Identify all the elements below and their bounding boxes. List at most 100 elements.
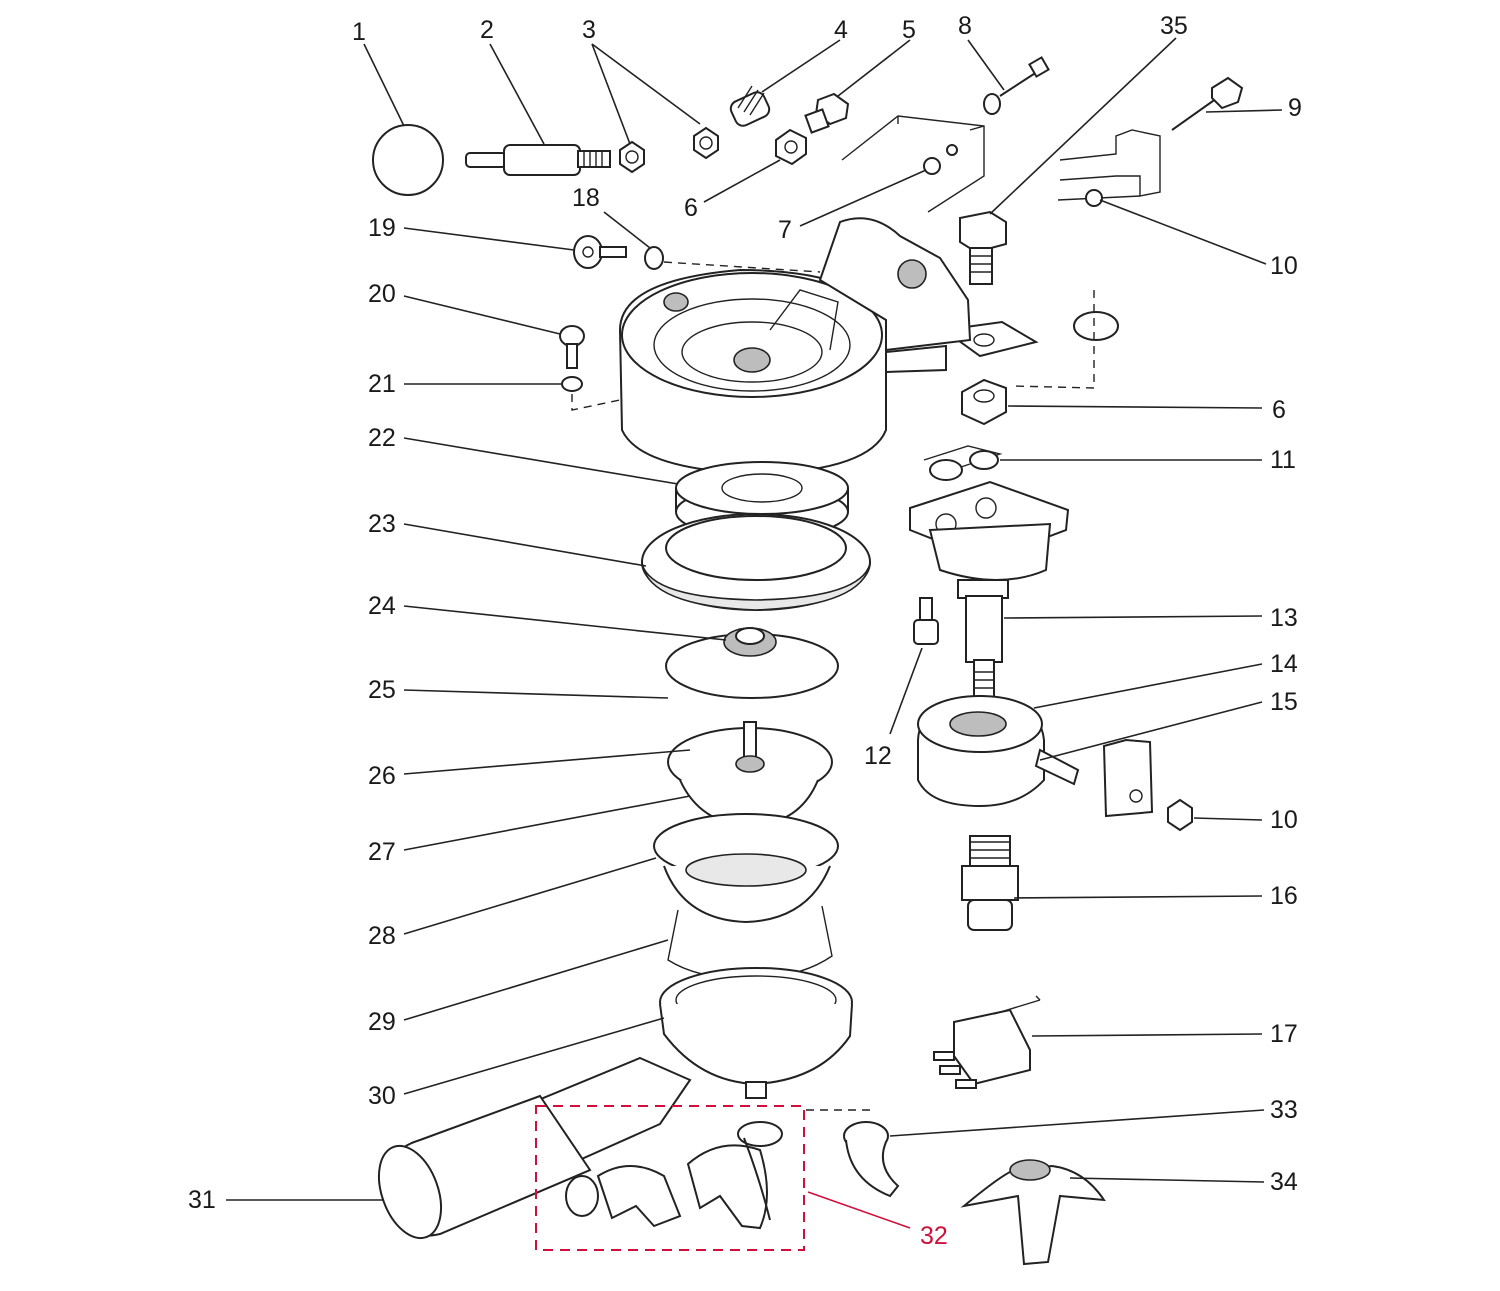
part-18-washer: [644, 246, 664, 270]
part-31-handle: [377, 1056, 692, 1240]
leader-23: [403, 523, 647, 567]
leader-29: [403, 939, 669, 1021]
part-drawings: [372, 56, 1244, 1266]
label-9: 9: [1288, 94, 1302, 122]
label-32: 32: [920, 1222, 948, 1250]
label-18: 18: [572, 184, 600, 212]
leader-27: [403, 795, 691, 851]
label-1: 1: [352, 18, 366, 46]
leader-lines: [226, 37, 1283, 1229]
label-2: 2: [480, 16, 494, 44]
part-right-washer: [1073, 311, 1119, 341]
leader-9: [1205, 109, 1283, 113]
label-3: 3: [582, 16, 596, 44]
part-1-disc: [372, 124, 444, 196]
label-23: 23: [368, 510, 396, 538]
leader-30: [403, 1017, 665, 1095]
leader-34: [1069, 1177, 1265, 1183]
label-6-right: 6: [1272, 396, 1286, 424]
label-16: 16: [1270, 882, 1298, 910]
leader-25: [403, 689, 669, 699]
part-24-25-shower-screen: [665, 627, 839, 699]
leader-2: [489, 43, 545, 145]
spout-group-highlight-box: [535, 1105, 805, 1251]
part-2-pin: [465, 144, 611, 176]
leader-22: [403, 437, 679, 485]
part-26-filter-basket: [667, 721, 833, 828]
leader-6a: [703, 159, 781, 203]
part-15-side-bracket: [1102, 738, 1154, 818]
leader-6b: [1007, 405, 1263, 409]
part-4-threaded-insert: [729, 85, 771, 127]
leader-16: [1013, 895, 1263, 899]
leader-4: [761, 39, 841, 93]
label-34: 34: [1270, 1168, 1298, 1196]
label-25: 25: [368, 676, 396, 704]
leader-19: [403, 227, 575, 251]
leader-13: [1003, 615, 1263, 619]
label-11: 11: [1270, 446, 1296, 474]
label-28: 28: [368, 922, 396, 950]
label-14: 14: [1270, 650, 1298, 678]
label-5: 5: [902, 16, 916, 44]
label-7: 7: [778, 216, 792, 244]
leader-14: [1033, 663, 1263, 709]
part-6-nut-top: [775, 128, 807, 166]
leader-10a: [1099, 199, 1267, 265]
label-10-bottom: 10: [1270, 806, 1298, 834]
label-35: 35: [1160, 12, 1188, 40]
label-6-top: 6: [684, 194, 698, 222]
leader-15: [1039, 701, 1263, 761]
label-12: 12: [864, 742, 892, 770]
leader-28: [403, 857, 657, 935]
connector-dashed-18: [663, 261, 821, 273]
part-14-housing: [917, 694, 1080, 808]
label-13: 13: [1270, 604, 1298, 632]
part-11-washers: [923, 445, 1003, 481]
part-30-portafilter: [659, 967, 853, 1099]
label-24: 24: [368, 592, 396, 620]
part-19-screw: [573, 235, 627, 269]
label-15: 15: [1270, 688, 1298, 716]
label-31: 31: [188, 1186, 216, 1214]
label-20: 20: [368, 280, 396, 308]
part-12-screw: [913, 597, 939, 645]
part-7-bracket: [841, 115, 985, 213]
label-19: 19: [368, 214, 396, 242]
label-21: 21: [368, 370, 396, 398]
part-20-screw: [559, 325, 585, 369]
part-13-valve-block: [909, 480, 1070, 701]
part-number-labels: 1 2 3 4 5 6 6 7 8 9 10 10 11 12 13 14 15…: [188, 12, 1302, 1250]
connector-dashed-21: [571, 394, 621, 411]
label-10-top: 10: [1270, 252, 1298, 280]
leader-33: [889, 1109, 1265, 1137]
connector-dashed-6: [1011, 290, 1095, 389]
leader-32: [807, 1191, 911, 1229]
leader-26: [403, 749, 691, 775]
label-30: 30: [368, 1082, 396, 1110]
label-22: 22: [368, 424, 396, 452]
part-10-nut-small: [1167, 798, 1193, 832]
part-8-screw: [983, 56, 1050, 115]
leader-35: [989, 37, 1177, 215]
leader-5: [837, 39, 911, 97]
part-28-filter-basket-large: [653, 813, 839, 924]
part-21-washer: [561, 376, 583, 392]
part-23-gasket: [641, 513, 871, 611]
label-17: 17: [1270, 1020, 1298, 1048]
label-33: 33: [1270, 1096, 1298, 1124]
part-5-bolt: [804, 92, 850, 134]
part-33-spout: [843, 1121, 900, 1198]
part-16-fitting: [961, 835, 1019, 931]
leader-24: [403, 605, 727, 641]
part-32-spout-group: [535, 1105, 805, 1251]
leader-3a: [591, 43, 701, 125]
label-8: 8: [958, 12, 972, 40]
part-group-head: [618, 217, 972, 476]
part-6-nut-right: [961, 378, 1007, 426]
leader-18: [603, 211, 651, 249]
leader-8: [967, 39, 1005, 91]
part-3-nuts: [619, 126, 719, 174]
part-right-bracket: [1057, 129, 1161, 207]
